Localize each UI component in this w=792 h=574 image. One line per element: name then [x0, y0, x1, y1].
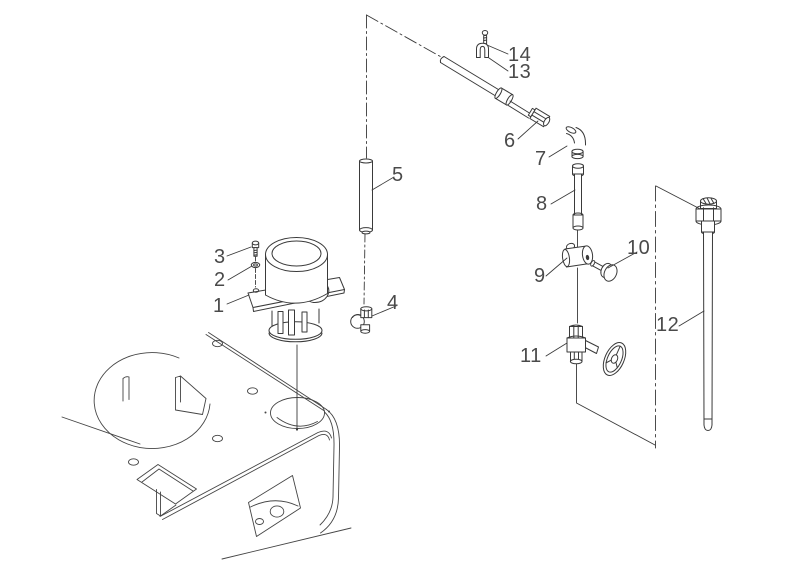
- leader-9: [545, 257, 568, 277]
- leader-10: [607, 251, 638, 269]
- part-7-elbow: [565, 126, 587, 160]
- part-2-washer: [250, 261, 261, 269]
- part-label-6: 6: [504, 130, 516, 152]
- part-label-3: 3: [214, 246, 226, 268]
- handwheel: [602, 342, 627, 376]
- part-14-screw: [481, 30, 489, 45]
- part-label-13: 13: [508, 61, 532, 83]
- part-6-connector: [527, 107, 551, 128]
- part-12-dipstick-tube: [695, 197, 722, 431]
- hose: [439, 56, 532, 119]
- leader-4: [371, 305, 397, 317]
- part-label-10: 10: [627, 237, 651, 259]
- part-label-1: 1: [213, 295, 225, 317]
- guide-lines: [295, 185, 707, 446]
- leader-13: [488, 57, 509, 72]
- part-4-elbow-fitting: [350, 306, 373, 334]
- part-label-11: 11: [520, 345, 542, 367]
- part-9-fitting-block: [561, 242, 594, 268]
- leader-12: [678, 310, 705, 327]
- leader-lines: [226, 44, 705, 357]
- part-label-9: 9: [534, 265, 546, 287]
- leader-14: [486, 44, 509, 55]
- leader-1: [226, 294, 250, 305]
- part-label-14: 14: [508, 44, 532, 66]
- part-label-12: 12: [656, 314, 680, 336]
- leader-2: [227, 265, 253, 281]
- part-label-2: 2: [214, 269, 226, 291]
- part-label-5: 5: [392, 164, 404, 186]
- part-10-plug: [590, 260, 618, 282]
- leader-8: [550, 189, 576, 205]
- leader-6: [517, 120, 539, 140]
- leader-7: [548, 145, 568, 158]
- part-3-screw: [251, 240, 260, 257]
- leader-5: [371, 176, 395, 191]
- pump-cylinder: [265, 237, 328, 304]
- pump-lower-body: [268, 308, 323, 343]
- part-label-7: 7: [535, 148, 547, 170]
- part-11-valve: [566, 324, 627, 376]
- part-label-8: 8: [536, 193, 548, 215]
- part-5-tube: [359, 158, 373, 235]
- part-8-pipe: [572, 163, 584, 231]
- centerlines: [255, 14, 656, 449]
- part-13-clip: [476, 42, 489, 58]
- leader-3: [226, 246, 252, 257]
- part-label-4: 4: [387, 292, 399, 314]
- leader-11: [545, 342, 568, 357]
- tank-body: [61, 332, 352, 560]
